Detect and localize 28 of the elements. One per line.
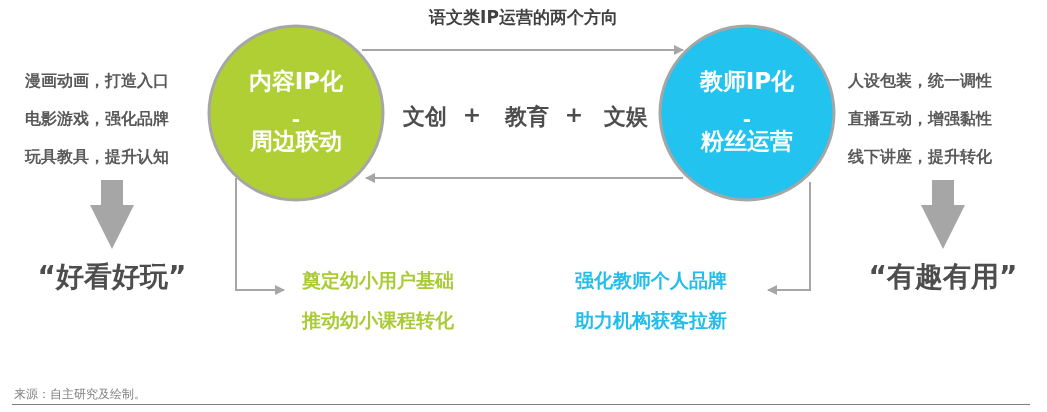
arrow	[365, 173, 684, 183]
list-item: 助力机构获客拉新	[575, 308, 727, 333]
list-item: 奠定幼小用户基础	[302, 268, 454, 293]
arrow	[361, 45, 684, 55]
quote-text: “有趣有用”	[867, 259, 1019, 295]
list-item: 线下讲座，提升转化	[848, 146, 992, 168]
list-item: 玩具教具，提升认知	[25, 146, 169, 168]
center-label: 文创	[403, 103, 447, 131]
center-label: 教育	[505, 103, 549, 131]
quote-text: “好看好玩”	[36, 259, 188, 295]
list-item: 强化教师个人品牌	[575, 268, 727, 293]
block-arrow	[921, 180, 965, 249]
source-note: 来源：自主研究及绘制。	[14, 386, 146, 403]
circle-label: 内容IP化	[247, 67, 345, 96]
list-item: 电影游戏，强化品牌	[25, 108, 169, 130]
list-item: 直播互动，增强黏性	[848, 108, 992, 130]
arrow	[235, 177, 285, 295]
arrow	[767, 181, 811, 295]
block-arrow	[90, 180, 134, 249]
list-item: 人设包装，统一调性	[848, 70, 992, 92]
list-item: 漫画动画，打造入口	[25, 70, 169, 92]
title: 语文类IP运营的两个方向	[427, 6, 619, 29]
center-label: +	[564, 102, 584, 127]
center-label: 文娱	[604, 103, 648, 131]
circle-label: 教师IP化	[698, 67, 796, 96]
circle-label: 粉丝运营	[699, 127, 794, 156]
center-label: +	[462, 102, 482, 127]
list-item: 推动幼小课程转化	[302, 308, 454, 333]
